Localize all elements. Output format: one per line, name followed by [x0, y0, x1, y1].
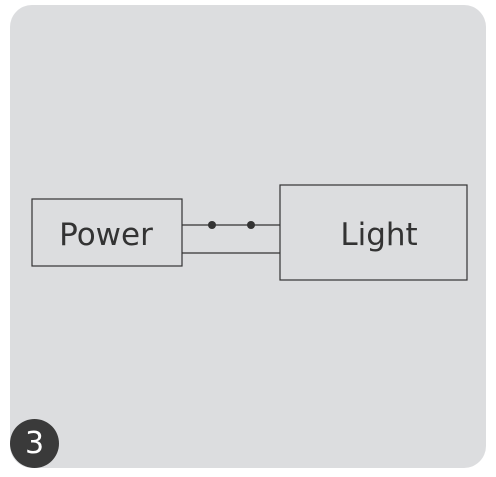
power-box — [31, 198, 183, 267]
diagram-panel — [10, 5, 486, 468]
step-number-badge: 3 — [10, 419, 59, 468]
light-box — [279, 184, 468, 281]
power-label: Power — [59, 217, 153, 253]
wire-connection-dot-left — [208, 221, 216, 229]
wire-connection-dot-right — [247, 221, 255, 229]
light-label: Light — [340, 217, 417, 253]
